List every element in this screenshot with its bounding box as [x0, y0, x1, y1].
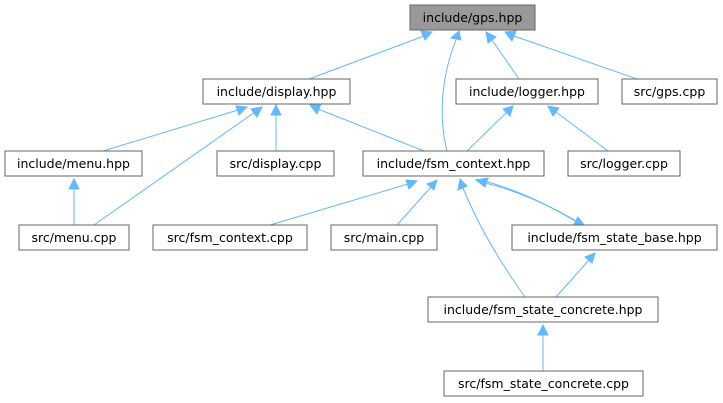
svg-text:include/gps.hpp: include/gps.hpp: [423, 10, 523, 25]
edge-menu-hpp-to-display-hpp: [102, 105, 249, 152]
edge-fsm-state-base-hpp-to-fsm-context-hpp: [474, 177, 584, 226]
svg-text:include/display.hpp: include/display.hpp: [217, 84, 337, 99]
edge-fsm-context-hpp-to-fsm-state-base-hpp: [475, 178, 587, 227]
node-src-fsm-state-concrete-cpp[interactable]: src/fsm_state_concrete.cpp: [443, 370, 644, 397]
svg-text:src/fsm_state_concrete.cpp: src/fsm_state_concrete.cpp: [458, 376, 629, 391]
node-include-gps-hpp[interactable]: include/gps.hpp: [409, 4, 536, 31]
edge-fsm-context-hpp-to-gps-hpp: [441, 30, 462, 152]
node-src-main-cpp[interactable]: src/main.cpp: [330, 224, 438, 251]
svg-text:include/fsm_state_base.hpp: include/fsm_state_base.hpp: [527, 230, 701, 245]
edge-menu-cpp-to-menu-hpp: [68, 177, 80, 225]
edge-logger-cpp-to-logger-hpp: [547, 105, 609, 152]
node-include-menu-hpp[interactable]: include/menu.hpp: [4, 150, 143, 177]
edge-display-hpp-to-gps-hpp: [308, 30, 434, 80]
svg-text:include/fsm_state_concrete.hpp: include/fsm_state_concrete.hpp: [444, 302, 643, 317]
edge-menu-cpp-to-display-hpp: [93, 106, 263, 226]
edge-fsm-context-cpp-to-fsm-context-hpp: [269, 179, 419, 226]
edge-fsm-context-hpp-to-logger-hpp: [466, 105, 514, 152]
edge-main-cpp-to-fsm-context-hpp: [396, 179, 438, 226]
svg-text:src/fsm_context.cpp: src/fsm_context.cpp: [167, 230, 293, 245]
edge-fsm-context-hpp-to-display-hpp: [309, 103, 425, 152]
svg-text:src/menu.cpp: src/menu.cpp: [32, 230, 117, 245]
node-src-menu-cpp[interactable]: src/menu.cpp: [18, 224, 130, 251]
svg-text:src/gps.cpp: src/gps.cpp: [634, 84, 706, 99]
edge-display-cpp-to-display-hpp: [270, 103, 282, 151]
edge-gps-cpp-to-gps-hpp: [504, 30, 638, 80]
node-include-logger-hpp[interactable]: include/logger.hpp: [455, 78, 599, 105]
node-include-fsm-state-base-hpp[interactable]: include/fsm_state_base.hpp: [511, 224, 718, 251]
node-src-display-cpp[interactable]: src/display.cpp: [216, 150, 335, 177]
edge-fsm-state-concrete-hpp-to-fsm-state-base-hpp: [555, 252, 596, 298]
node-src-gps-cpp[interactable]: src/gps.cpp: [621, 78, 718, 105]
svg-text:src/logger.cpp: src/logger.cpp: [580, 156, 668, 171]
edges-layer: [68, 30, 638, 371]
svg-text:src/display.cpp: src/display.cpp: [230, 156, 322, 171]
node-src-logger-cpp[interactable]: src/logger.cpp: [567, 150, 681, 177]
svg-text:include/logger.hpp: include/logger.hpp: [469, 84, 585, 99]
nodes-layer: include/gps.hpp include/display.hpp incl…: [4, 4, 718, 397]
node-include-display-hpp[interactable]: include/display.hpp: [202, 78, 351, 105]
node-include-fsm-state-concrete-hpp[interactable]: include/fsm_state_concrete.hpp: [427, 296, 659, 323]
node-src-fsm-context-cpp[interactable]: src/fsm_context.cpp: [152, 224, 308, 251]
svg-text:src/main.cpp: src/main.cpp: [344, 230, 424, 245]
edge-fsm-state-concrete-hpp-to-fsm-context-hpp: [457, 177, 526, 298]
svg-text:include/fsm_context.hpp: include/fsm_context.hpp: [377, 156, 531, 171]
node-include-fsm-context-hpp[interactable]: include/fsm_context.hpp: [362, 150, 545, 177]
edge-fsm-state-concrete-cpp-to-fsm-state-concrete-hpp: [537, 323, 549, 371]
edge-logger-hpp-to-gps-hpp: [485, 31, 520, 80]
svg-text:include/menu.hpp: include/menu.hpp: [17, 156, 130, 171]
